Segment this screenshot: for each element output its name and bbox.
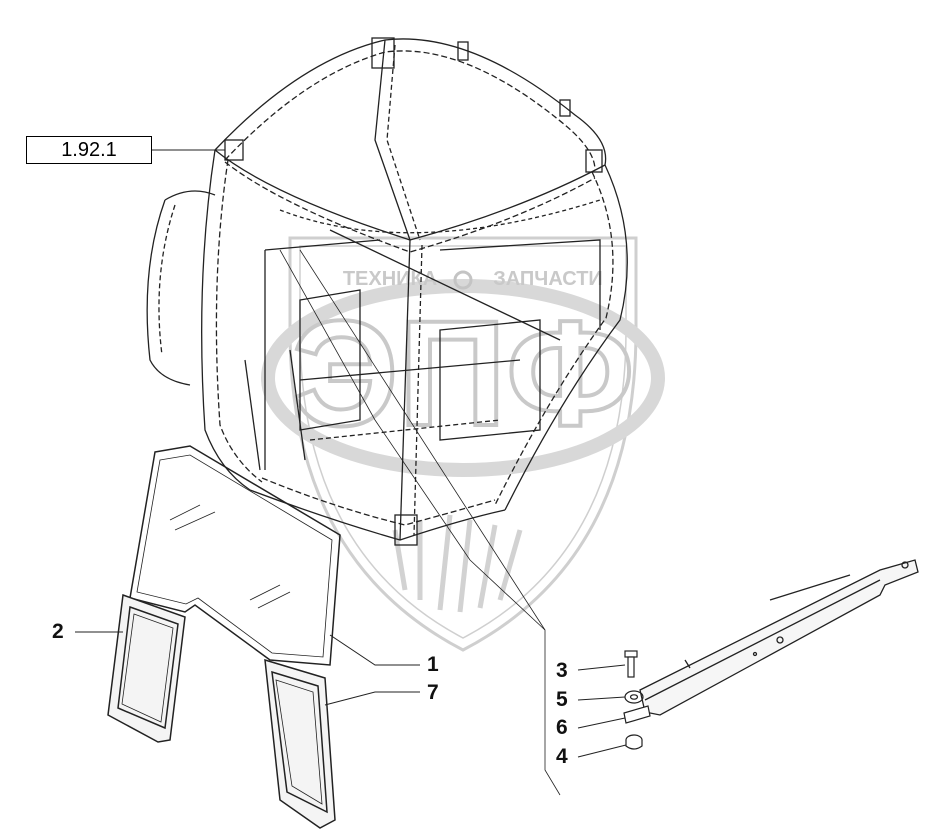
leader-1	[329, 634, 420, 666]
watermark-monogram: ЭПФ ТЕХНИКА ЗАПЧАСТИ	[290, 268, 637, 459]
callout-3[interactable]: 3	[556, 659, 568, 682]
leader-4	[577, 744, 627, 758]
watermark-oval	[261, 279, 665, 477]
leader-6	[577, 717, 626, 729]
watermark-monogram-text: ЭПФ	[292, 289, 635, 457]
callout-5[interactable]: 5	[556, 688, 568, 711]
callout-6[interactable]: 6	[556, 716, 568, 739]
cab-frame	[146, 37, 628, 546]
glass-panel-1	[129, 445, 341, 666]
callout-1[interactable]: 1	[427, 653, 439, 676]
plate-6	[623, 705, 651, 724]
leader-7	[324, 691, 420, 706]
glass-panel-2	[107, 593, 186, 743]
watermark-left-word: ТЕХНИКА	[343, 268, 437, 290]
watermark	[261, 236, 665, 652]
callout-7[interactable]: 7	[427, 681, 439, 704]
leader-3	[577, 664, 626, 671]
reference-label-box[interactable]: 1.92.1	[26, 136, 152, 164]
watermark-right-word: ЗАПЧАСТИ	[493, 268, 603, 290]
callout-4[interactable]: 4	[556, 745, 568, 768]
support-bar	[639, 559, 919, 716]
leader-lines	[75, 149, 627, 796]
watermark-gear-icon	[453, 270, 473, 290]
nut-4	[625, 734, 643, 750]
bolt-3	[624, 650, 638, 678]
callout-2[interactable]: 2	[52, 620, 64, 643]
glass-panel-7	[264, 658, 336, 829]
leader-5	[577, 696, 626, 701]
washer-5	[624, 690, 644, 704]
